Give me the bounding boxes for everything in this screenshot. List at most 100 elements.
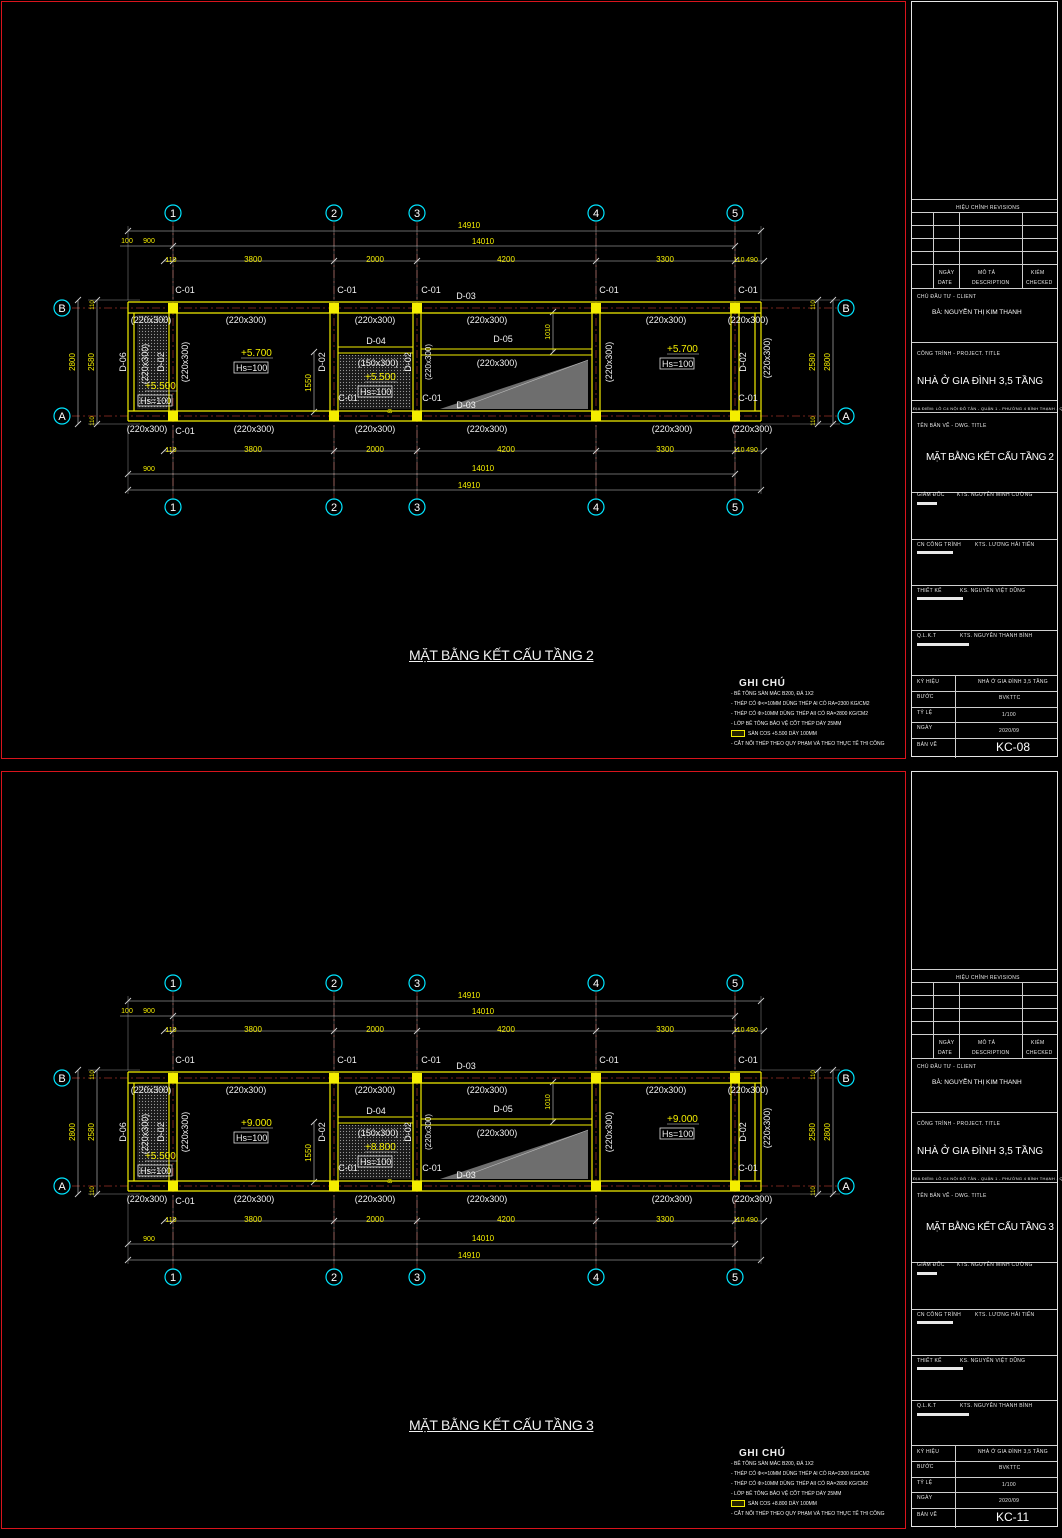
dim-vertical: 2580	[87, 353, 96, 371]
tb-rule	[912, 199, 1057, 200]
tb-rule	[912, 1058, 1057, 1059]
signature-mark	[917, 1321, 953, 1324]
dim-span: 3800	[244, 1215, 262, 1224]
dim-total-outer: 14910	[458, 221, 481, 230]
slab-thickness-label: Hs=100	[360, 387, 391, 397]
day-label: NGÀY	[917, 1495, 933, 1501]
signature-mark	[917, 643, 969, 646]
signature-mark	[917, 1272, 937, 1275]
beam-size: (220x300)	[226, 315, 267, 325]
column-label: C-01	[422, 1163, 442, 1173]
beam-label-d04: D-04	[366, 336, 386, 346]
dim-span: 3800	[244, 445, 262, 454]
beam-size-vertical: (220x300)	[604, 342, 614, 383]
pm-label: CN CÔNG TRÌNH	[917, 542, 962, 548]
dim-vert-edge: 110	[90, 1070, 96, 1080]
column	[329, 1181, 339, 1191]
grid-bubble-B: B	[837, 1069, 855, 1087]
beam-label-d03: D-03	[456, 1170, 476, 1180]
project-name: NHÀ Ở GIA ĐÌNH 3,5 TẦNG	[917, 1146, 1044, 1157]
level-stair: +5.500	[145, 1151, 176, 1162]
grid-label: A	[842, 1181, 850, 1193]
grid-label: 3	[414, 978, 420, 990]
beam-label-d02: D-02	[738, 352, 748, 372]
beam-size-inner: (220x300)	[477, 358, 518, 368]
tb-rule	[912, 1021, 1057, 1022]
dim-vert-edge: 110	[90, 416, 96, 426]
stage-value: BVKTTC	[999, 1465, 1021, 1471]
dim-bottom-left: 900	[143, 1236, 155, 1243]
notes-title: GHI CHÚ	[739, 1448, 786, 1459]
grid-label: 1	[170, 1272, 176, 1284]
date-label-en: DATE	[938, 1050, 953, 1056]
tb-rule	[912, 539, 1057, 540]
tb-rule	[912, 1461, 1057, 1462]
client-label: CHỦ ĐẦU TƯ - CLIENT	[917, 294, 977, 300]
grid-label: 3	[414, 502, 420, 514]
checked-label-en: CHECKED	[1026, 280, 1053, 286]
dim-edge-left: 110	[165, 1217, 176, 1224]
grid-bubble-A: A	[53, 407, 71, 425]
general-notes: GHI CHÚ- BÊ TÔNG SÀN MÁC B200, ĐÁ 1X2- T…	[731, 678, 884, 749]
grid-label: A	[842, 411, 850, 423]
grid-bubble-3: 3	[408, 498, 426, 516]
job-label: KÝ HIỆU	[917, 1449, 940, 1455]
column-label: C-01	[175, 285, 195, 295]
dim-span: 3300	[656, 1025, 674, 1034]
stage-label: BƯỚC	[917, 694, 934, 700]
beam-size: (220x300)	[355, 1194, 396, 1204]
beam-size: (220x300)	[732, 424, 773, 434]
dim-bottom-outer: 14910	[458, 481, 481, 490]
beam-size-vertical: (220x300)	[762, 1108, 772, 1149]
beam-size: (220x300)	[728, 315, 769, 325]
beam-size-vertical: (220x300)	[180, 342, 190, 383]
client-name: BÀ: NGUYỄN THỊ KIM THANH	[932, 1079, 1022, 1086]
column	[730, 1073, 740, 1083]
tb-rule	[912, 585, 1057, 586]
sheet-number: KC-11	[996, 1510, 1030, 1524]
column	[329, 411, 339, 421]
grid-label: 1	[170, 208, 176, 220]
project-address: ĐỊA ĐIỂM: LÔ C4 NỘI ĐÔ TÂN - QUẬN 1 - PH…	[913, 1176, 1062, 1181]
grid-label: 5	[732, 1272, 738, 1284]
director-name: KTS. NGUYỄN MINH CƯỜNG	[957, 1262, 1033, 1268]
grid-bubble-1: 1	[164, 1268, 182, 1286]
note-item: - THÉP CÓ Φ>10MM DÙNG THÉP AII CÓ RA=280…	[731, 1481, 868, 1487]
tb-rule	[912, 738, 1057, 739]
grid-label: 5	[732, 978, 738, 990]
qc-name: KTS. NGUYỄN THANH BÌNH	[960, 633, 1033, 639]
ramp-shape	[440, 1130, 588, 1179]
note-item: - THÉP CÓ Φ<=10MM DÙNG THÉP AI CÓ RA=230…	[731, 701, 870, 707]
beam-size: (220x300)	[226, 1085, 267, 1095]
dim-stair: 1010	[545, 324, 552, 340]
grid-label: 5	[732, 208, 738, 220]
tb-rule	[912, 225, 1057, 226]
sheet-no-label: BẢN VẼ	[917, 742, 938, 748]
note-item: - CẮT NỐI THÉP THEO QUY PHẠM VÀ THEO THỰ…	[731, 1511, 885, 1517]
beam-size: (220x300)	[355, 424, 396, 434]
director-name: KTS. NGUYỄN MINH CƯỜNG	[957, 492, 1033, 498]
checked-label: KIỂM	[1031, 1040, 1045, 1046]
beam-size-vertical: (220x300)	[604, 1112, 614, 1153]
note-item: - LỚP BÊ TÔNG BẢO VỆ CỐT THÉP DÀY 25MM	[731, 1491, 842, 1497]
tb-rule	[912, 982, 1057, 983]
dim-vert-edge: 110	[90, 300, 96, 310]
signature-mark	[917, 502, 937, 505]
revisions-header: HIỆU CHỈNH REVISIONS	[956, 975, 1020, 981]
tb-rule	[912, 412, 1057, 413]
column-label: C-01	[175, 1196, 195, 1206]
grid-label: 2	[331, 1272, 337, 1284]
grid-bubble-A: A	[837, 1177, 855, 1195]
dim-vertical: 2800	[823, 353, 832, 371]
column	[412, 1073, 422, 1083]
level-stair: +5.500	[145, 381, 176, 392]
tb-rule	[912, 251, 1057, 252]
column-label: C-01	[338, 393, 358, 403]
tb-rule	[912, 288, 1057, 289]
beam-size: (220x300)	[234, 1194, 275, 1204]
beam-size: (220x300)	[646, 1085, 687, 1095]
sheet-border	[1, 771, 906, 1529]
